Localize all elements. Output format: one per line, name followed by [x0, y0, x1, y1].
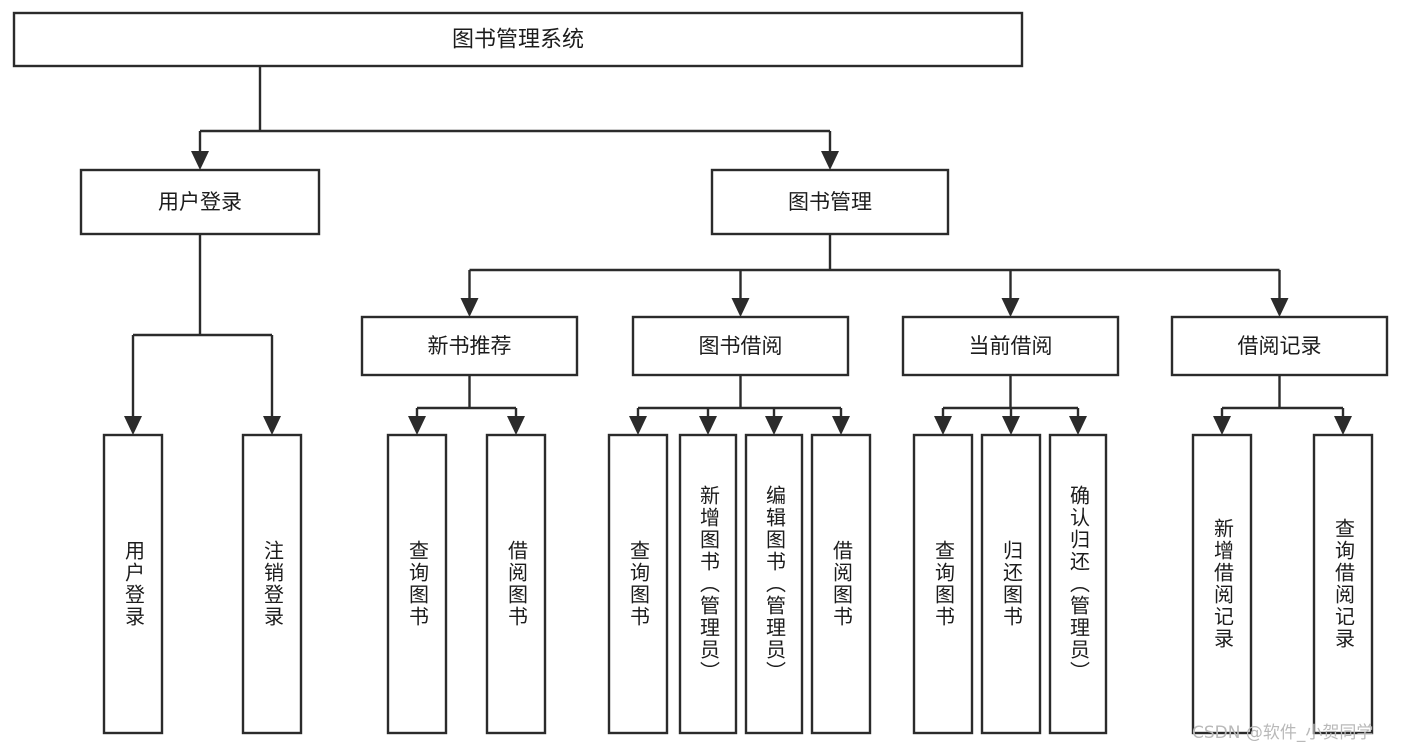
arrow-head-icon-leaf-logout: [263, 416, 281, 435]
arrow-head-icon-leaf-query-borrow-record: [1334, 416, 1352, 435]
csdn-watermark: CSDN @软件_小贺同学: [1192, 723, 1374, 743]
arrow-head-icon-book-borrow: [731, 298, 750, 317]
node-label-root: 图书管理系统: [452, 28, 584, 53]
node-box-book-management: [710, 168, 950, 236]
arrow-head-icon-leaf-return-books: [1002, 416, 1020, 435]
arrow-head-icon-borrow-record: [1270, 298, 1289, 317]
connector-layer: [124, 66, 1352, 435]
node-box-leaf-borrow-books-borrow: [810, 433, 872, 735]
arrow-head-icon-user-login: [191, 151, 209, 170]
node-box-leaf-confirm-return-admin: [1048, 433, 1108, 735]
node-box-leaf-add-borrow-record: [1191, 433, 1253, 735]
node-box-leaf-query-borrow-record: [1312, 433, 1374, 735]
node-box-leaf-user-login: [102, 433, 164, 735]
arrow-head-icon-new-book-recommend: [460, 298, 479, 317]
arrow-head-icon-current-borrow: [1001, 298, 1020, 317]
arrow-head-icon-book-management: [821, 151, 839, 170]
node-box-new-book-recommend: [360, 315, 579, 377]
arrow-head-icon-leaf-add-book-admin: [699, 416, 717, 435]
node-label-book-borrow: 图书借阅: [699, 334, 783, 358]
node-label-book-management: 图书管理: [788, 190, 872, 214]
arrow-head-icon-leaf-confirm-return-admin: [1069, 416, 1087, 435]
node-box-current-borrow: [901, 315, 1120, 377]
box-layer: [12, 11, 1389, 735]
node-box-leaf-logout: [241, 433, 303, 735]
node-box-leaf-query-books-recommend: [386, 433, 448, 735]
arrow-head-icon-leaf-query-books-current: [934, 416, 952, 435]
node-box-leaf-edit-book-admin: [744, 433, 804, 735]
node-box-leaf-query-books-current: [912, 433, 974, 735]
node-box-leaf-add-book-admin: [678, 433, 738, 735]
node-box-leaf-return-books: [980, 433, 1042, 735]
node-box-borrow-record: [1170, 315, 1389, 377]
arrow-head-icon-leaf-borrow-books-recommend: [507, 416, 525, 435]
node-box-leaf-query-books-borrow: [607, 433, 669, 735]
arrow-head-icon-leaf-query-books-recommend: [408, 416, 426, 435]
node-box-leaf-borrow-books-recommend: [485, 433, 547, 735]
arrow-head-icon-leaf-edit-book-admin: [765, 416, 783, 435]
node-label-current-borrow: 当前借阅: [969, 334, 1053, 358]
arrow-head-icon-leaf-borrow-books-borrow: [832, 416, 850, 435]
node-box-user-login: [79, 168, 321, 236]
node-label-borrow-record: 借阅记录: [1238, 334, 1322, 358]
node-box-root: [12, 11, 1024, 68]
node-label-user-login: 用户登录: [158, 190, 242, 214]
arrow-head-icon-leaf-add-borrow-record: [1213, 416, 1231, 435]
arrow-head-icon-leaf-user-login: [124, 416, 142, 435]
node-label-new-book-recommend: 新书推荐: [428, 334, 512, 358]
arrow-head-icon-leaf-query-books-borrow: [629, 416, 647, 435]
node-box-book-borrow: [631, 315, 850, 377]
